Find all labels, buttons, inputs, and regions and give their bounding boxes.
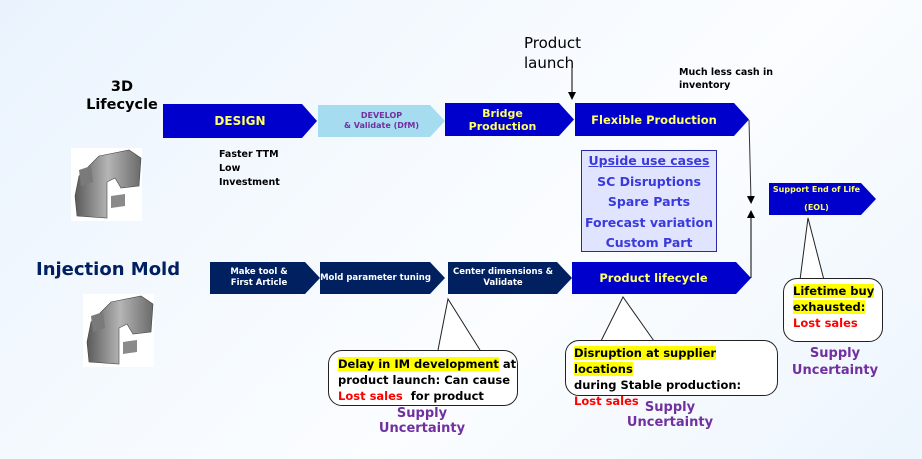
lost-sales-text: Lost sales [338, 389, 403, 403]
callout-pointer [799, 217, 825, 281]
3d-printed-part-image [71, 148, 142, 221]
chevron-develop-line2: & Validate (DfM) [344, 121, 419, 130]
row-label-injection-mold: Injection Mold [36, 259, 181, 280]
product-launch-label: Product launch [524, 33, 581, 73]
callout-pointer [437, 297, 481, 351]
chevron-flexible-production: Flexible Production [575, 103, 749, 136]
cash-note-line2: inventory [679, 80, 731, 91]
lost-sales-text: Lost sales [574, 394, 639, 408]
chevron-make-tool-line2: First Article [230, 278, 288, 288]
callout-text: for product [402, 389, 484, 403]
callout-text: product launch: Can cause [338, 373, 511, 387]
lost-sales-text: Lost sales [793, 316, 858, 330]
benefit-item: Low [219, 163, 241, 174]
callout-text: during Stable production: [574, 378, 742, 392]
callout-highlight: Lifetime buy [793, 284, 875, 298]
cash-inventory-note: Much less cash in inventory [679, 66, 773, 92]
injection-molded-part-image [83, 294, 154, 367]
chevron-mold-parameter-tuning: Mold parameter tuning [320, 262, 445, 294]
product-launch-line1: Product [524, 34, 581, 52]
chevron-center-dimensions: Center dimensions & Validate [448, 262, 572, 294]
chevron-bridge-line1: Bridge [482, 106, 523, 120]
benefit-item: Faster TTM [219, 149, 279, 160]
callout-pointer [600, 296, 655, 342]
upside-item: Spare Parts [607, 194, 691, 209]
callout-highlight: Disruption at supplier locations [574, 346, 717, 376]
chevron-develop-validate: DEVELOP & Validate (DfM) [318, 105, 445, 137]
chevron-eol-line2: (EOL) [804, 203, 829, 212]
supply-uncertainty-label: Supply Uncertainty [378, 406, 466, 436]
chevron-eol-line1: Support End of Life [772, 185, 861, 194]
chevron-design-label: DESIGN [214, 114, 266, 128]
callout-text: at [498, 357, 517, 371]
benefit-item: Investment [219, 177, 280, 188]
supply-uncertainty-label: Supply Uncertainty [626, 400, 714, 430]
chevron-product-lifecycle-label: Product lifecycle [599, 271, 708, 285]
chevron-make-tool-line1: Make tool & [230, 267, 288, 277]
chevron-make-tool: Make tool & First Article [210, 262, 320, 294]
callout-highlight: exhausted: [793, 300, 866, 314]
chevron-bridge-production: Bridge Production [445, 103, 574, 136]
upside-item: SC Disruptions [597, 173, 701, 189]
callout-highlight: Delay in IM development [338, 357, 499, 371]
upside-item: Custom Part [605, 235, 693, 250]
chevron-design: DESIGN [163, 104, 317, 138]
supply-uncertainty-label: Supply Uncertainty [791, 346, 879, 378]
callout-supplier-disruption: Disruption at supplier locations during … [565, 340, 778, 408]
chevron-support-eol: Support End of Life (EOL) [769, 183, 876, 215]
callout-lifetime-buy: Lifetime buy exhausted: Lost sales [783, 278, 883, 342]
cash-note-line1: Much less cash in [679, 67, 774, 78]
callout-im-delay: Delay in IM development at product launc… [328, 350, 518, 406]
chevron-mold-tuning-label: Mold parameter tuning [320, 273, 431, 283]
chevron-center-line1: Center dimensions & [453, 267, 553, 277]
design-benefits: Faster TTM Low Investment [219, 148, 280, 190]
chevron-center-line2: Validate [483, 278, 523, 288]
chevron-develop-line1: DEVELOP [360, 111, 403, 120]
chevron-bridge-line2: Production [468, 119, 537, 133]
product-launch-line2: launch [524, 54, 575, 72]
chevron-flexible-label: Flexible Production [591, 112, 717, 127]
upside-use-cases-box: Upside use cases SC Disruptions Spare Pa… [581, 150, 717, 252]
row-label-3d-lifecycle: 3D Lifecycle [86, 79, 158, 113]
upside-item: Forecast variation [584, 214, 714, 230]
upside-title: Upside use cases [588, 153, 710, 168]
chevron-product-lifecycle: Product lifecycle [572, 262, 751, 294]
flexible-to-eol-arrow [746, 119, 755, 204]
